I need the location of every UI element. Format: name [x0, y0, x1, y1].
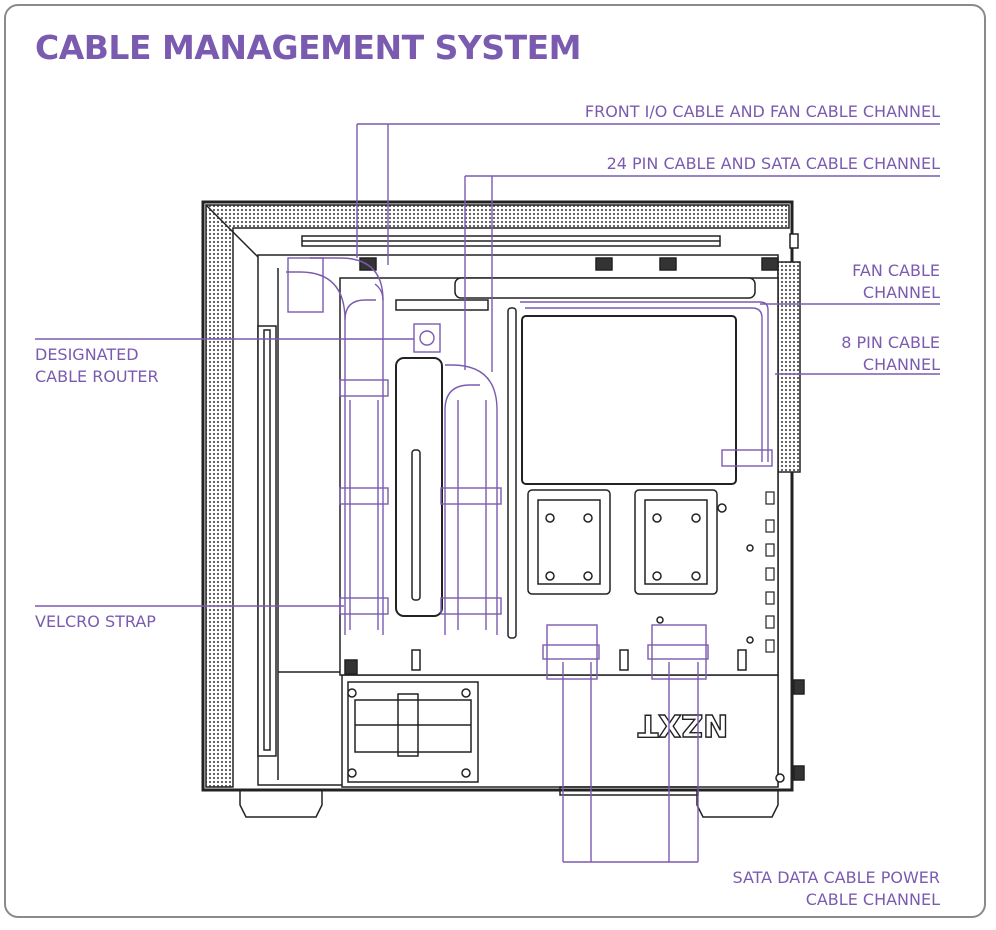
cable-channels: [286, 257, 773, 680]
label-24pin-channel: 24 PIN CABLE AND SATA CABLE CHANNEL: [606, 154, 940, 173]
label-designated-cable-router: DESIGNATED CABLE ROUTER: [35, 345, 159, 386]
label-front-io-channel: FRONT I/O CABLE AND FAN CABLE CHANNEL: [584, 102, 940, 121]
label-sata-channel: SATA DATA CABLE POWER CABLE CHANNEL: [732, 868, 940, 909]
callout-lines: [35, 123, 940, 863]
label-8pin-channel: 8 PIN CABLE CHANNEL: [841, 333, 940, 374]
nzxt-logo: NZXT: [637, 706, 729, 742]
label-fan-cable-channel: FAN CABLE CHANNEL: [852, 261, 940, 302]
label-velcro-strap: VELCRO STRAP: [35, 612, 156, 631]
svg-text:NZXT: NZXT: [637, 707, 728, 742]
diagram-title: CABLE MANAGEMENT SYSTEM: [35, 28, 581, 67]
outer-frame: [4, 4, 986, 918]
